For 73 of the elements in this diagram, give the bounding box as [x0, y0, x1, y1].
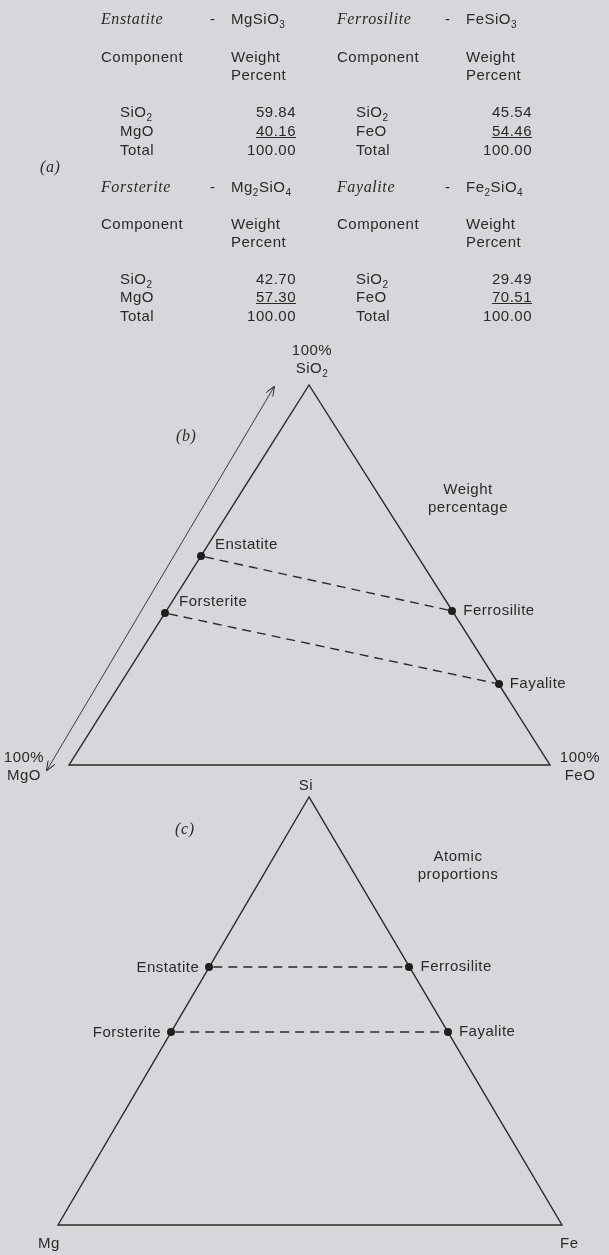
text-label: Total: [356, 307, 391, 325]
text-label: Fe$_{2}$SiO$_{4}$: [466, 178, 524, 196]
text-label: Total: [120, 307, 155, 325]
point-marker: [161, 609, 169, 617]
table-value: 70.51: [491, 288, 532, 306]
table-value: 42.70: [255, 270, 296, 288]
text-label: SiO$_{2}$: [120, 270, 153, 288]
point-marker: [197, 552, 205, 560]
mineral-label: Enstatite: [136, 958, 200, 976]
tie-line: [168, 613, 496, 684]
text-label: -: [210, 10, 216, 28]
text-label: Atomic proportions: [416, 847, 500, 883]
mineral-label: Fayalite: [458, 1022, 516, 1040]
point-marker: [448, 607, 457, 615]
text-label: Fe: [560, 1234, 579, 1252]
point-marker: [167, 1028, 176, 1036]
table-value: 100.00: [483, 141, 532, 159]
text-label: Weight Percent: [466, 215, 523, 251]
text-label: SiO$_{2}$: [120, 103, 153, 121]
mineral-label: Ferrosilite: [463, 601, 535, 619]
text-label: Component: [101, 215, 184, 233]
text-label: -: [210, 178, 216, 196]
text-label: SiO$_{2}$: [356, 270, 389, 288]
table-value: 29.49: [491, 270, 532, 288]
table-value: 45.54: [491, 103, 532, 121]
text-label: -: [445, 10, 451, 28]
text-label: Component: [337, 48, 420, 66]
point-marker: [443, 1028, 452, 1036]
point-marker: [205, 963, 214, 971]
tie-line: [204, 556, 450, 611]
text-label: Total: [356, 141, 391, 159]
mineral-label: Ferrosilite: [420, 957, 492, 975]
text-label: 100% MgO: [2, 748, 46, 784]
text-label: -: [445, 178, 451, 196]
italic-label: (c): [175, 820, 195, 838]
text-label: Mg$_{2}$SiO$_{4}$: [231, 178, 292, 196]
table-value: 100.00: [483, 307, 532, 325]
mineral-label: Enstatite: [215, 535, 278, 553]
text-label: Weight percentage: [426, 480, 510, 516]
mineral-label: Fayalite: [509, 674, 567, 692]
table-value: 57.30: [255, 288, 296, 306]
text-label: Component: [101, 48, 184, 66]
text-label: 100% SiO$_{2}$: [290, 341, 334, 377]
italic-label: Enstatite: [101, 10, 164, 28]
italic-label: Ferrosilite: [337, 10, 412, 28]
mineral-label: Forsterite: [92, 1023, 162, 1041]
italic-label: (a): [40, 158, 61, 176]
text-label: Si: [297, 776, 315, 794]
point-marker: [405, 963, 414, 971]
text-label: MgSiO$_{3}$: [231, 10, 286, 28]
point-marker: [494, 680, 503, 688]
italic-label: Forsterite: [101, 178, 171, 196]
text-label: Weight Percent: [466, 48, 523, 84]
text-label: SiO$_{2}$: [356, 103, 389, 121]
text-label: FeO: [356, 122, 387, 140]
table-value: 59.84: [255, 103, 296, 121]
text-label: FeSiO$_{3}$: [466, 10, 518, 28]
text-label: MgO: [120, 122, 154, 140]
text-label: FeO: [356, 288, 387, 306]
text-label: Weight Percent: [231, 215, 288, 251]
text-label: 100% FeO: [558, 748, 602, 784]
italic-label: Fayalite: [337, 178, 396, 196]
mineral-label: Forsterite: [179, 592, 248, 610]
text-label: Component: [337, 215, 420, 233]
text-label: MgO: [120, 288, 154, 306]
table-value: 54.46: [491, 122, 532, 140]
table-value: 40.16: [255, 122, 296, 140]
italic-label: (b): [176, 427, 197, 445]
table-value: 100.00: [247, 307, 296, 325]
text-label: Mg: [38, 1234, 60, 1252]
text-label: Weight Percent: [231, 48, 288, 84]
table-value: 100.00: [247, 141, 296, 159]
text-label: Total: [120, 141, 155, 159]
